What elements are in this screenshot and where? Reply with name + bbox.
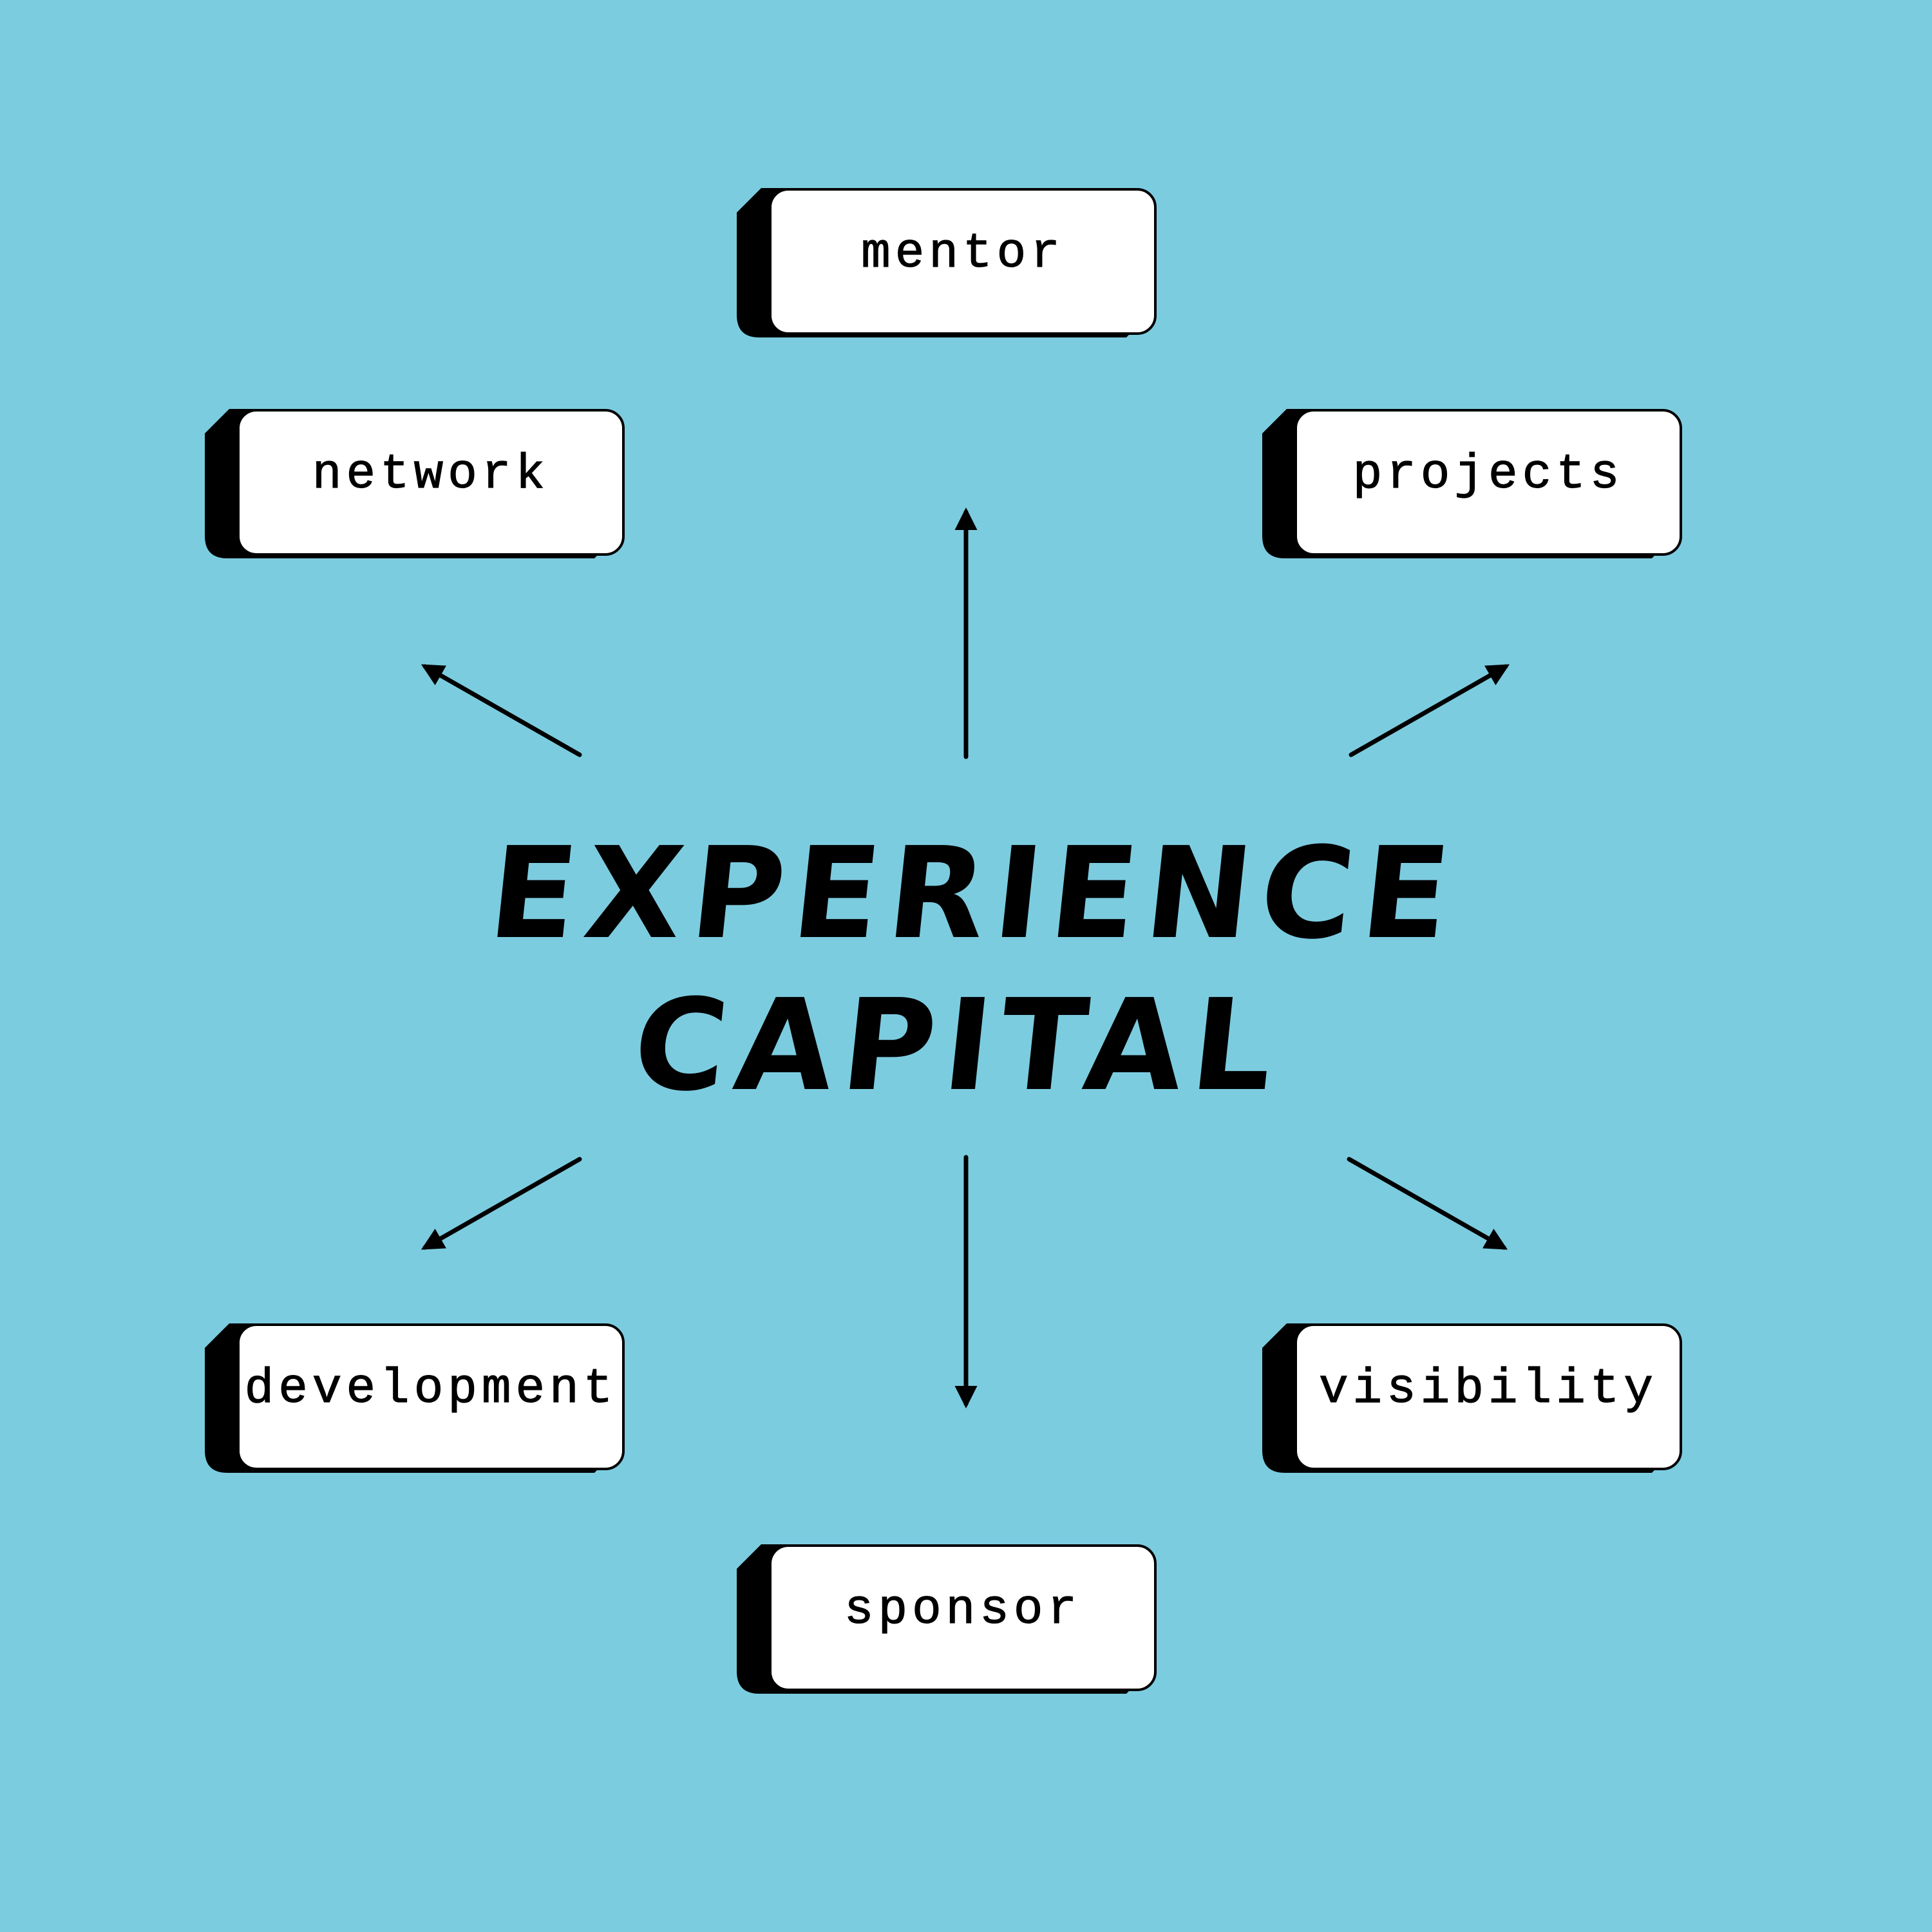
title-line-1: EXPERIENCE — [482, 820, 1466, 967]
node-mentor: mentor — [737, 188, 1159, 337]
node-label-mentor: mentor — [861, 225, 1065, 281]
arrow-to-projects — [1349, 664, 1510, 757]
node-box: network — [237, 409, 625, 556]
node-label-visibility: visibility — [1318, 1361, 1658, 1417]
node-network: network — [205, 409, 627, 558]
node-label-sponsor: sponsor — [844, 1582, 1082, 1638]
node-label-projects: projects — [1352, 446, 1624, 502]
node-box: visibility — [1294, 1323, 1682, 1470]
node-visibility: visibility — [1262, 1323, 1685, 1473]
node-projects: projects — [1262, 409, 1685, 558]
title-line-2: CAPITAL — [627, 972, 1290, 1119]
center-title: EXPERIENCE CAPITAL — [306, 818, 1626, 1122]
arrow-to-development — [421, 1157, 582, 1250]
arrow-to-visibility — [1347, 1157, 1508, 1250]
node-box: sponsor — [769, 1544, 1157, 1691]
node-development: development — [205, 1323, 627, 1473]
node-label-development: development — [244, 1361, 618, 1417]
node-box: development — [237, 1323, 625, 1470]
node-sponsor: sponsor — [737, 1544, 1159, 1694]
node-box: mentor — [769, 188, 1157, 335]
node-label-network: network — [312, 446, 550, 502]
arrow-to-network — [421, 664, 582, 757]
node-box: projects — [1294, 409, 1682, 556]
